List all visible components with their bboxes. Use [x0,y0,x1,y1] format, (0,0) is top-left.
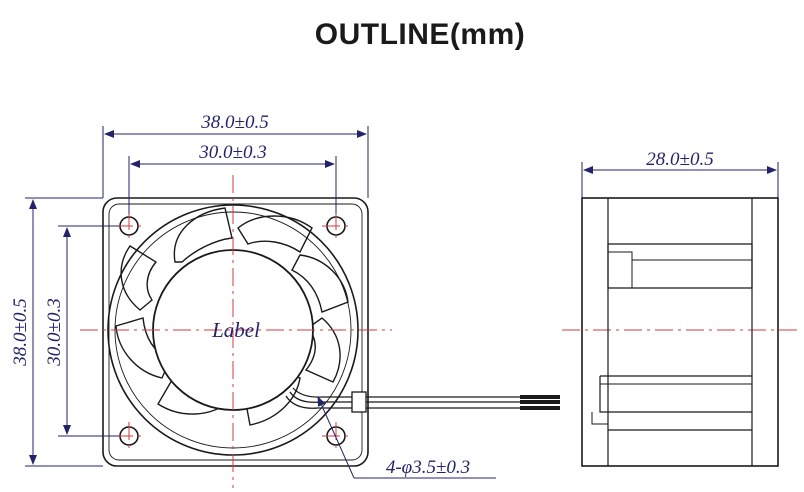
side-dimensions [581,162,779,198]
dim-width-holes: 30.0±0.3 [198,142,266,163]
page-title: OUTLINE(mm) [314,18,526,51]
side-frame [581,197,779,467]
dim-height-holes: 30.0±0.3 [44,298,65,366]
front-dimensions [25,126,496,479]
dim-hole-spec: 4-φ3.5±0.3 [386,457,470,478]
dim-width-outer: 38.0±0.5 [200,112,268,133]
fan-frame-inner-edge [108,203,363,461]
centerlines [80,175,800,488]
fan-frame [102,197,369,467]
hub-label: Label [211,318,260,342]
side-view [581,197,779,467]
dim-height-outer: 38.0±0.5 [10,298,31,366]
dim-depth: 28.0±0.5 [646,149,713,170]
cable-wires [285,387,560,413]
front-view [102,197,560,467]
